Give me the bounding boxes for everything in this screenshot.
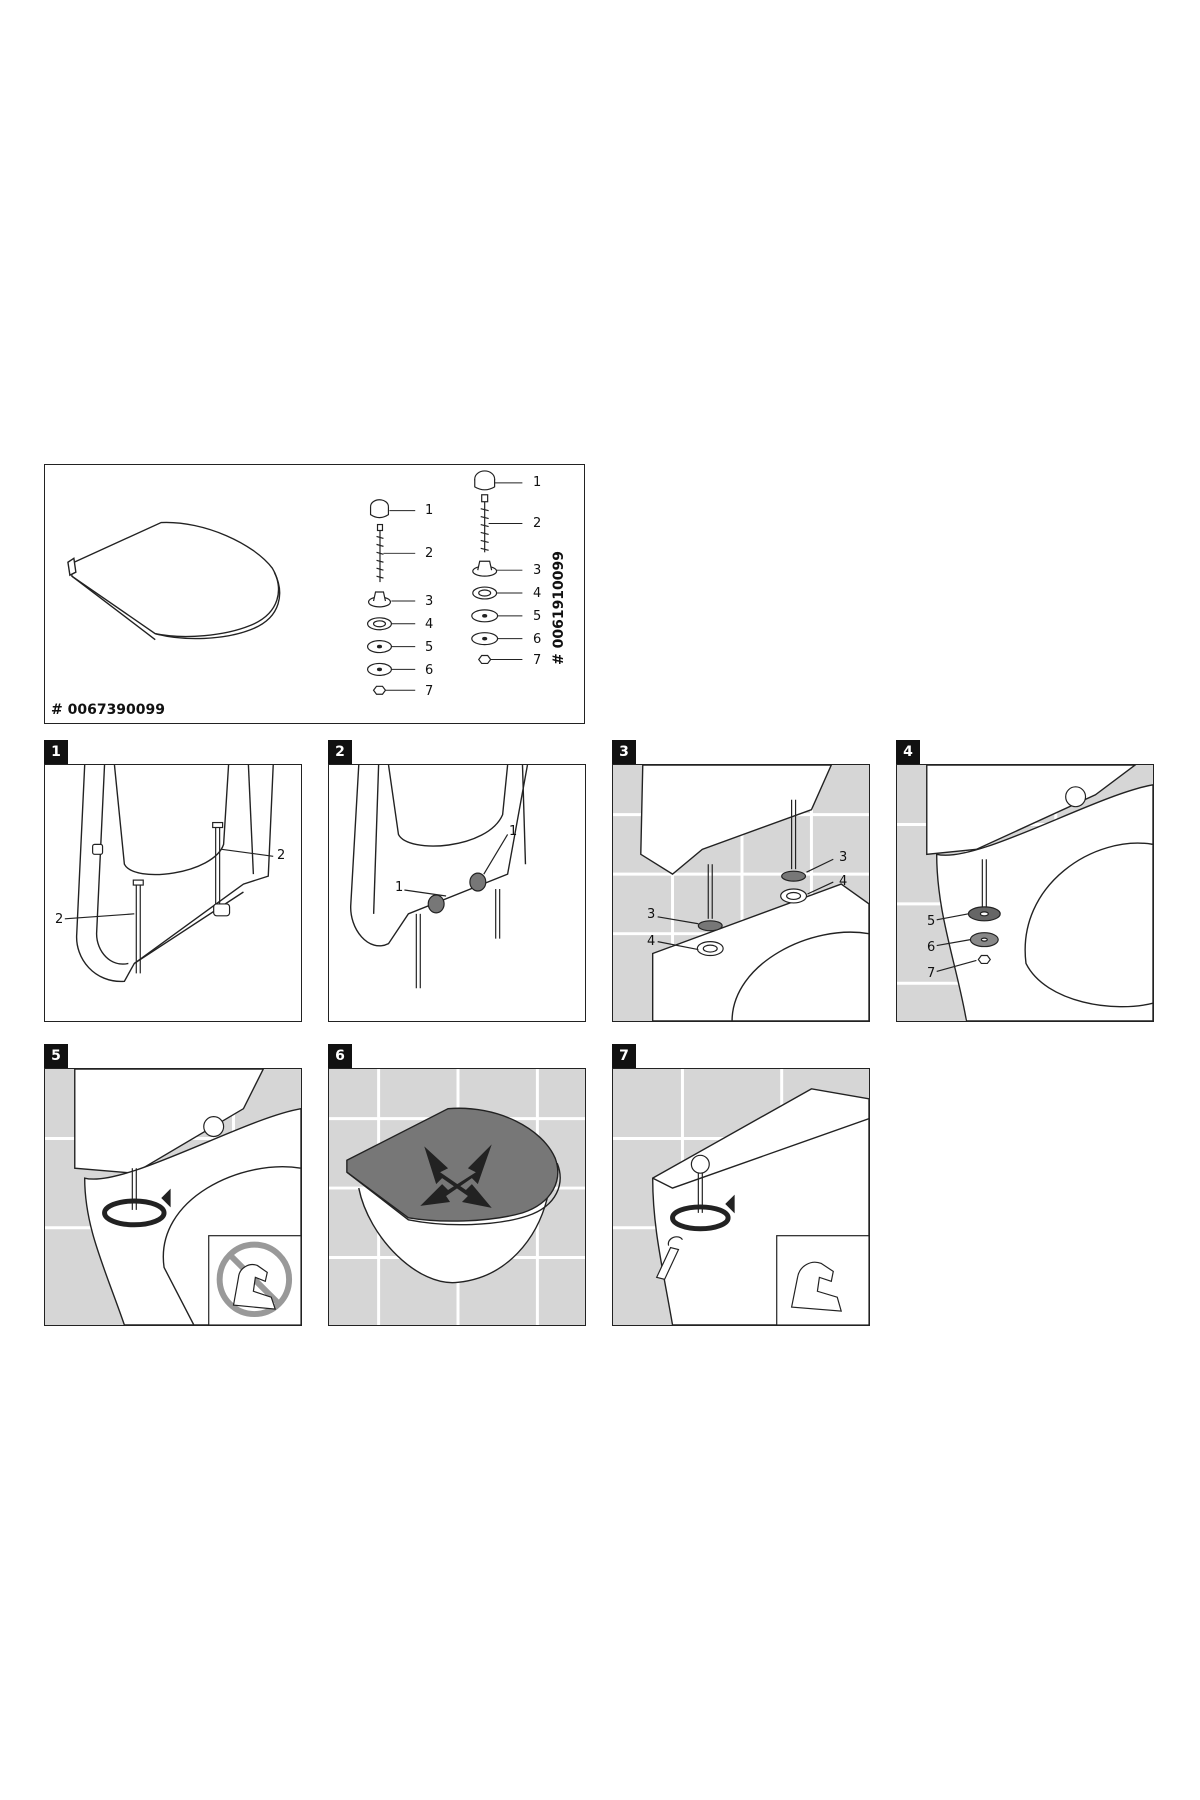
part-label-main-3: 3 bbox=[425, 594, 434, 609]
step-2-label-b: 1 bbox=[395, 880, 404, 895]
step-3-illustration bbox=[613, 765, 869, 1021]
step-1-label-b: 2 bbox=[55, 912, 64, 927]
part-label-alt-4: 4 bbox=[533, 586, 542, 601]
step-3-label-b: 4 bbox=[647, 934, 656, 949]
part-label-alt-1: 1 bbox=[533, 475, 542, 490]
step-4-label-c: 7 bbox=[927, 966, 936, 981]
overview-illustration bbox=[67, 470, 523, 695]
overview-panel: 1 2 3 4 5 6 7 1 2 3 4 5 6 7 # 0067390099… bbox=[44, 464, 585, 724]
step-3-label-d: 4 bbox=[839, 874, 848, 889]
step-number-1: 1 bbox=[44, 740, 68, 764]
step-1-label-a: 2 bbox=[277, 848, 286, 863]
part-label-main-4: 4 bbox=[425, 617, 434, 632]
step-4-label-a: 5 bbox=[927, 914, 936, 929]
product-code-alt: # 0061910099 bbox=[551, 550, 567, 665]
part-label-main-7: 7 bbox=[425, 684, 434, 699]
step-number-2: 2 bbox=[328, 740, 352, 764]
part-label-main-2: 2 bbox=[425, 546, 434, 561]
part-label-main-1: 1 bbox=[425, 503, 434, 518]
force-strength-icon bbox=[776, 1235, 869, 1325]
product-code-main: # 0067390099 bbox=[51, 702, 166, 718]
step-number-4: 4 bbox=[896, 740, 920, 764]
parts-diagram-main bbox=[366, 499, 392, 695]
step-2-panel: 1 1 bbox=[328, 764, 586, 1022]
step-2-label-a: 1 bbox=[509, 824, 518, 839]
step-number-6: 6 bbox=[328, 1044, 352, 1068]
step-4-illustration bbox=[897, 765, 1153, 1021]
step-5-panel bbox=[44, 1068, 302, 1326]
part-label-main-6: 6 bbox=[425, 663, 434, 678]
step-3-panel: 3 4 3 4 bbox=[612, 764, 870, 1022]
step-4-label-b: 6 bbox=[927, 940, 936, 955]
step-4-panel: 5 6 7 bbox=[896, 764, 1154, 1022]
step-6-panel bbox=[328, 1068, 586, 1326]
adjust-arrows-icon bbox=[420, 1144, 492, 1208]
step-number-5: 5 bbox=[44, 1044, 68, 1068]
part-label-alt-7: 7 bbox=[533, 653, 542, 668]
step-7-illustration bbox=[613, 1069, 869, 1325]
part-label-alt-6: 6 bbox=[533, 632, 542, 647]
step-6-illustration bbox=[329, 1069, 585, 1325]
step-3-label-a: 3 bbox=[647, 907, 656, 922]
part-label-main-5: 5 bbox=[425, 640, 434, 655]
parts-leaders-alt bbox=[488, 482, 523, 660]
part-label-alt-3: 3 bbox=[533, 563, 542, 578]
step-7-panel bbox=[612, 1068, 870, 1326]
toilet-seat-illustration bbox=[67, 521, 281, 641]
step-5-illustration bbox=[45, 1069, 301, 1325]
step-3-label-c: 3 bbox=[839, 850, 848, 865]
step-number-7: 7 bbox=[612, 1044, 636, 1068]
no-force-icon bbox=[208, 1235, 301, 1325]
step-1-panel: 2 2 bbox=[44, 764, 302, 1022]
step-number-3: 3 bbox=[612, 740, 636, 764]
step-1-illustration bbox=[64, 765, 274, 983]
parts-diagram-alt bbox=[471, 470, 499, 665]
parts-leaders-main bbox=[383, 510, 416, 691]
step-2-illustration bbox=[350, 765, 529, 989]
part-label-alt-2: 2 bbox=[533, 516, 542, 531]
part-label-alt-5: 5 bbox=[533, 609, 542, 624]
